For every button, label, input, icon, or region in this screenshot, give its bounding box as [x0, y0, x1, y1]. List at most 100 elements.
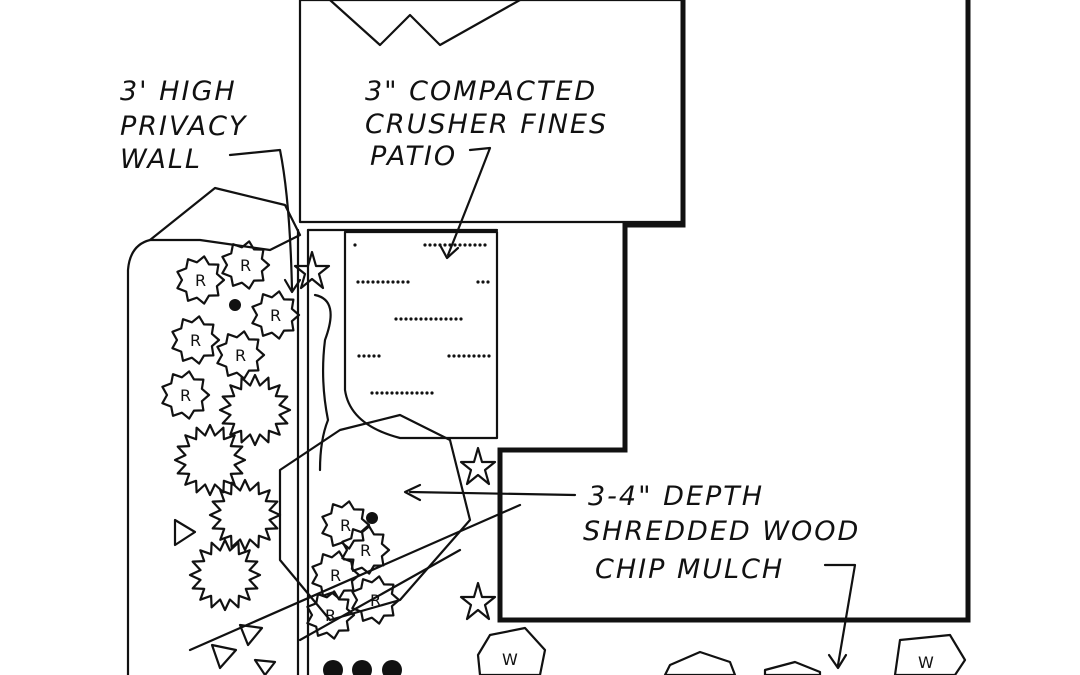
gravel-dot [380, 391, 384, 395]
rose-shrub [221, 240, 271, 290]
gravel-dot [423, 243, 427, 247]
rose-label: R [370, 591, 381, 610]
gravel-dot [428, 243, 432, 247]
gravel-dot [439, 317, 443, 321]
rose-shrub [251, 290, 301, 340]
spiky-shrub [188, 538, 262, 612]
gravel-dot [385, 391, 389, 395]
rose-label: R [195, 271, 206, 290]
gravel-dot [434, 317, 438, 321]
gravel-dot [482, 354, 486, 358]
gravel-dot [430, 391, 434, 395]
label-line: WALL [120, 144, 202, 175]
gravel-dot [361, 280, 365, 284]
gravel-dot [453, 243, 457, 247]
rose-shrub [351, 575, 401, 625]
gravel-dot [405, 391, 409, 395]
gravel-dot [395, 391, 399, 395]
gravel-dot [371, 280, 375, 284]
gravel-dot [476, 280, 480, 284]
star-plants [293, 250, 497, 621]
gravel-dot [459, 317, 463, 321]
patio-area [343, 230, 499, 440]
gravel-dot [406, 280, 410, 284]
gravel-dot [481, 280, 485, 284]
rose-shrub [161, 370, 211, 420]
gravel-dot [391, 280, 395, 284]
spiky-shrubs [173, 373, 292, 612]
gravel-dot [447, 354, 451, 358]
spiky-shrub [208, 478, 282, 552]
gravel-dot [452, 354, 456, 358]
w-label: W [502, 650, 518, 669]
gravel-dot [483, 243, 487, 247]
rose-label: R [190, 331, 201, 350]
gravel-dot [386, 280, 390, 284]
gravel-dot [409, 317, 413, 321]
house-outline [298, 0, 971, 623]
rose-label: R [325, 606, 336, 625]
rose-label: R [270, 306, 281, 325]
rose-shrub [216, 330, 266, 380]
gravel-dot [429, 317, 433, 321]
gravel-dot [394, 317, 398, 321]
label-line: CHIP MULCH [595, 554, 784, 585]
gravel-dot [444, 317, 448, 321]
gravel-dot [433, 243, 437, 247]
rose-shrub [341, 525, 391, 575]
gravel-dot [468, 243, 472, 247]
gravel-dot [381, 280, 385, 284]
gravel-dot [372, 354, 376, 358]
rose-label: R [340, 516, 351, 535]
gravel-dot [449, 317, 453, 321]
gravel-dot [477, 354, 481, 358]
gravel-dot [353, 243, 357, 247]
gravel-dot [404, 317, 408, 321]
label-line: CRUSHER FINES [365, 109, 608, 140]
gravel-dot [414, 317, 418, 321]
label-line: PRIVACY [120, 111, 248, 142]
gravel-dot [390, 391, 394, 395]
triangle-plants [173, 518, 277, 675]
rose-label: R [330, 566, 341, 585]
label-privacy-wall: 3' HIGH PRIVACY WALL [120, 76, 248, 175]
rose-shrub [171, 315, 221, 365]
gravel-dot [356, 280, 360, 284]
gravel-dot [462, 354, 466, 358]
w-shrubs: W W [476, 626, 967, 675]
gravel-dot [415, 391, 419, 395]
gravel-dot [487, 354, 491, 358]
gravel-dot [400, 391, 404, 395]
gravel-dot [419, 317, 423, 321]
spiky-shrub [218, 373, 292, 447]
gravel-dot [370, 391, 374, 395]
gravel-dot [377, 354, 381, 358]
rose-shrub [306, 590, 356, 640]
gravel-dot [486, 280, 490, 284]
gravel-dot [443, 243, 447, 247]
label-line: 3' HIGH [120, 76, 237, 107]
gravel-dot [375, 391, 379, 395]
gravel-dot [478, 243, 482, 247]
planting-bed [126, 186, 472, 675]
spiky-shrub [173, 423, 247, 497]
rose-label: R [235, 346, 246, 365]
gravel-dot [457, 354, 461, 358]
w-label: W [918, 653, 934, 672]
rose-label: R [180, 386, 191, 405]
gravel-dot [396, 280, 400, 284]
gravel-dot [454, 317, 458, 321]
label-line: 3" COMPACTED [365, 76, 597, 107]
gravel-dot [367, 354, 371, 358]
gravel-dot [425, 391, 429, 395]
rose-label: R [360, 541, 371, 560]
accent-dots [229, 299, 402, 675]
gravel-dot [463, 243, 467, 247]
label-mulch: 3-4" DEPTH SHREDDED WOOD CHIP MULCH [583, 481, 858, 585]
gravel-dot [362, 354, 366, 358]
label-line: PATIO [370, 141, 457, 172]
gravel-dot [420, 391, 424, 395]
gravel-dot [401, 280, 405, 284]
